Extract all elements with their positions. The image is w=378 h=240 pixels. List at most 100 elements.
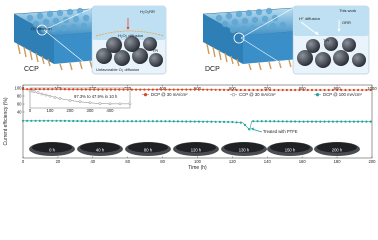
series-point-dcp-100	[72, 119, 75, 123]
series-point-dcp-100	[109, 120, 113, 123]
ptfe-arrowhead	[250, 127, 254, 131]
top-x-tick-label: 900	[334, 86, 342, 91]
sample-label: 130 h	[239, 148, 250, 153]
series-point-dcp-100	[231, 120, 234, 124]
series-point-dcp-30	[93, 88, 96, 91]
series-point-dcp-100	[214, 120, 217, 123]
dcp-label: DCP	[205, 66, 220, 73]
series-point-dcp-30	[369, 88, 372, 92]
series-point-ccp-30	[88, 101, 92, 105]
series-point-dcp-30	[51, 88, 54, 91]
x-tick-label: 60	[125, 159, 130, 164]
sample-photo-surface	[128, 142, 168, 153]
series-point-dcp-30	[197, 88, 200, 91]
series-point-ccp-30	[98, 102, 102, 105]
series-point-dcp-100	[336, 120, 339, 123]
series-point-dcp-30	[352, 88, 355, 92]
ccp-label: CCP	[24, 66, 39, 73]
series-point-dcp-30	[277, 88, 280, 92]
series-point-dcp-30	[222, 88, 226, 92]
series-point-ccp-30	[44, 93, 48, 97]
series-point-dcp-30	[327, 88, 330, 92]
series-point-dcp-100	[130, 120, 133, 123]
series-point-dcp-100	[155, 120, 159, 123]
series-point-dcp-30	[97, 88, 100, 91]
series-point-dcp-30	[30, 88, 33, 91]
series-point-dcp-30	[323, 88, 326, 92]
series-point-dcp-30	[181, 88, 184, 91]
legend-label: DCP @ 100 mA/cm²	[323, 92, 362, 97]
ccp-zoom-view	[36, 5, 167, 75]
x-tick-label: 200	[369, 159, 377, 164]
series-point-dcp-100	[97, 120, 100, 123]
series-point-dcp-100	[134, 120, 138, 123]
sample-label: 120 h	[191, 148, 202, 153]
series-point-dcp-30	[336, 88, 339, 92]
sample-photo-surface	[224, 142, 264, 153]
series-point-dcp-30	[340, 88, 343, 92]
series-point-dcp-30	[185, 88, 188, 91]
dcp-zoom-view	[233, 5, 370, 75]
series-point-dcp-30	[231, 88, 234, 92]
series-point-dcp-100	[218, 120, 221, 123]
dcp-callout-orr: ORR	[342, 20, 351, 25]
series-point-dcp-30	[248, 88, 251, 92]
series-point-dcp-30	[101, 88, 104, 91]
series-point-dcp-30	[164, 88, 167, 91]
series-point-dcp-100	[80, 119, 83, 123]
series-point-dcp-30	[365, 88, 368, 92]
series-point-dcp-100	[114, 120, 117, 123]
series-point-dcp-30	[356, 88, 360, 92]
inset-x-tick-label: 300	[87, 108, 95, 113]
series-point-dcp-30	[118, 88, 121, 91]
series-point-dcp-30	[268, 88, 272, 92]
series-point-dcp-30	[168, 88, 171, 91]
series-point-ccp-30	[58, 97, 62, 100]
series-point-dcp-100	[235, 121, 238, 124]
series-point-dcp-100	[356, 120, 360, 123]
series-point-dcp-30	[42, 88, 46, 91]
series-point-dcp-100	[273, 120, 276, 123]
sample-label: 80 h	[144, 148, 153, 153]
series-point-dcp-30	[344, 88, 347, 92]
ccp-schematic: O₂ diffusion H₂O₂RR H₂O₂ diffusion TPI U…	[13, 5, 167, 75]
series-point-dcp-100	[243, 123, 247, 127]
dcp-slab-front	[203, 14, 243, 64]
series-point-dcp-30	[294, 88, 297, 92]
legend-label: CCP @ 30 mA/cm²	[239, 92, 276, 97]
series-point-dcp-100	[331, 120, 335, 123]
legend-swatch-marker	[231, 93, 236, 97]
series-point-dcp-100	[51, 119, 54, 122]
ccp-callout-tpi: TPI	[152, 48, 158, 53]
series-point-dcp-30	[47, 88, 50, 91]
ccp-callout-h2o2-diffusion: H₂O₂ diffusion	[118, 33, 143, 38]
series-point-dcp-30	[189, 88, 192, 91]
top-x-tick-label: 400	[159, 86, 167, 91]
series-point-dcp-100	[248, 128, 251, 131]
series-point-dcp-100	[151, 120, 154, 123]
series-point-dcp-30	[26, 88, 29, 91]
ccp-callout-o2-diffusion: O₂ diffusion	[31, 26, 52, 31]
y-tick-label: 100	[15, 86, 23, 91]
series-point-ccp-30	[118, 102, 122, 106]
series-point-dcp-100	[193, 120, 196, 123]
series-point-dcp-30	[264, 88, 268, 92]
y-tick-label: 80	[17, 94, 22, 99]
legend-swatch-marker	[143, 93, 148, 97]
series-point-dcp-30	[80, 88, 83, 91]
x-tick-label: 120	[229, 159, 237, 164]
series-point-dcp-30	[306, 88, 309, 92]
series-point-dcp-100	[289, 120, 293, 123]
sample-photo-surface	[80, 142, 120, 153]
series-point-dcp-100	[365, 120, 368, 123]
series-point-dcp-100	[139, 120, 142, 123]
series-point-dcp-30	[273, 88, 276, 92]
series-point-dcp-100	[281, 120, 284, 123]
series-point-dcp-100	[298, 120, 301, 123]
sample-label: 40 h	[96, 148, 105, 153]
series-point-dcp-30	[331, 88, 335, 92]
x-tick-label: 160	[299, 159, 307, 164]
inset-x-tick-label: 100	[47, 108, 55, 113]
series-point-dcp-100	[210, 120, 213, 123]
sample-label: 150 h	[285, 148, 296, 153]
